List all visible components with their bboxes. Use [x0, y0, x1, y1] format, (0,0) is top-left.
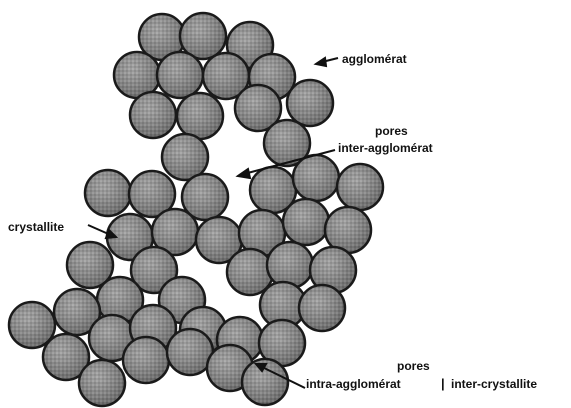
- arrow-agglomerat-head: [316, 58, 326, 66]
- label-pores-intra-2: intra-agglomérat: [306, 377, 401, 391]
- crystallite-sphere-shading: [181, 14, 225, 58]
- crystallite-sphere-shading: [183, 175, 227, 219]
- crystallite-sphere-shading: [268, 243, 312, 287]
- label-crystallite: crystallite: [8, 220, 64, 234]
- crystallite-sphere-shading: [80, 361, 124, 405]
- arrow-pores-inter-head: [238, 169, 250, 178]
- label-pores-intra-1: pores: [397, 359, 430, 373]
- crystallite-sphere-shading: [10, 303, 54, 347]
- crystallite-sphere-shading: [326, 208, 370, 252]
- crystallite-sphere-shading: [228, 250, 272, 294]
- crystallite-sphere-shading: [288, 81, 332, 125]
- crystallite-sphere-shading: [294, 156, 338, 200]
- crystallite-sphere-shading: [115, 53, 159, 97]
- crystallite-sphere-shading: [178, 94, 222, 138]
- crystallite-sphere-shading: [168, 330, 212, 374]
- crystallite-spheres: [9, 13, 383, 406]
- crystallite-sphere-shading: [124, 338, 168, 382]
- crystallite-sphere-shading: [338, 165, 382, 209]
- crystallite-sphere-shading: [86, 171, 130, 215]
- label-pores-intra-sep: |: [441, 376, 445, 391]
- crystallite-sphere-shading: [163, 135, 207, 179]
- label-agglomerat: agglomérat: [342, 52, 407, 66]
- crystallite-sphere-shading: [158, 53, 202, 97]
- crystallite-sphere-shading: [300, 286, 344, 330]
- crystallite-sphere-shading: [131, 93, 175, 137]
- crystallite-sphere-shading: [284, 200, 328, 244]
- crystallite-sphere-shading: [68, 243, 112, 287]
- label-pores-inter-1: pores: [375, 124, 408, 138]
- label-pores-intra-3: inter-crystallite: [451, 377, 537, 391]
- label-pores-inter-2: inter-agglomérat: [338, 141, 433, 155]
